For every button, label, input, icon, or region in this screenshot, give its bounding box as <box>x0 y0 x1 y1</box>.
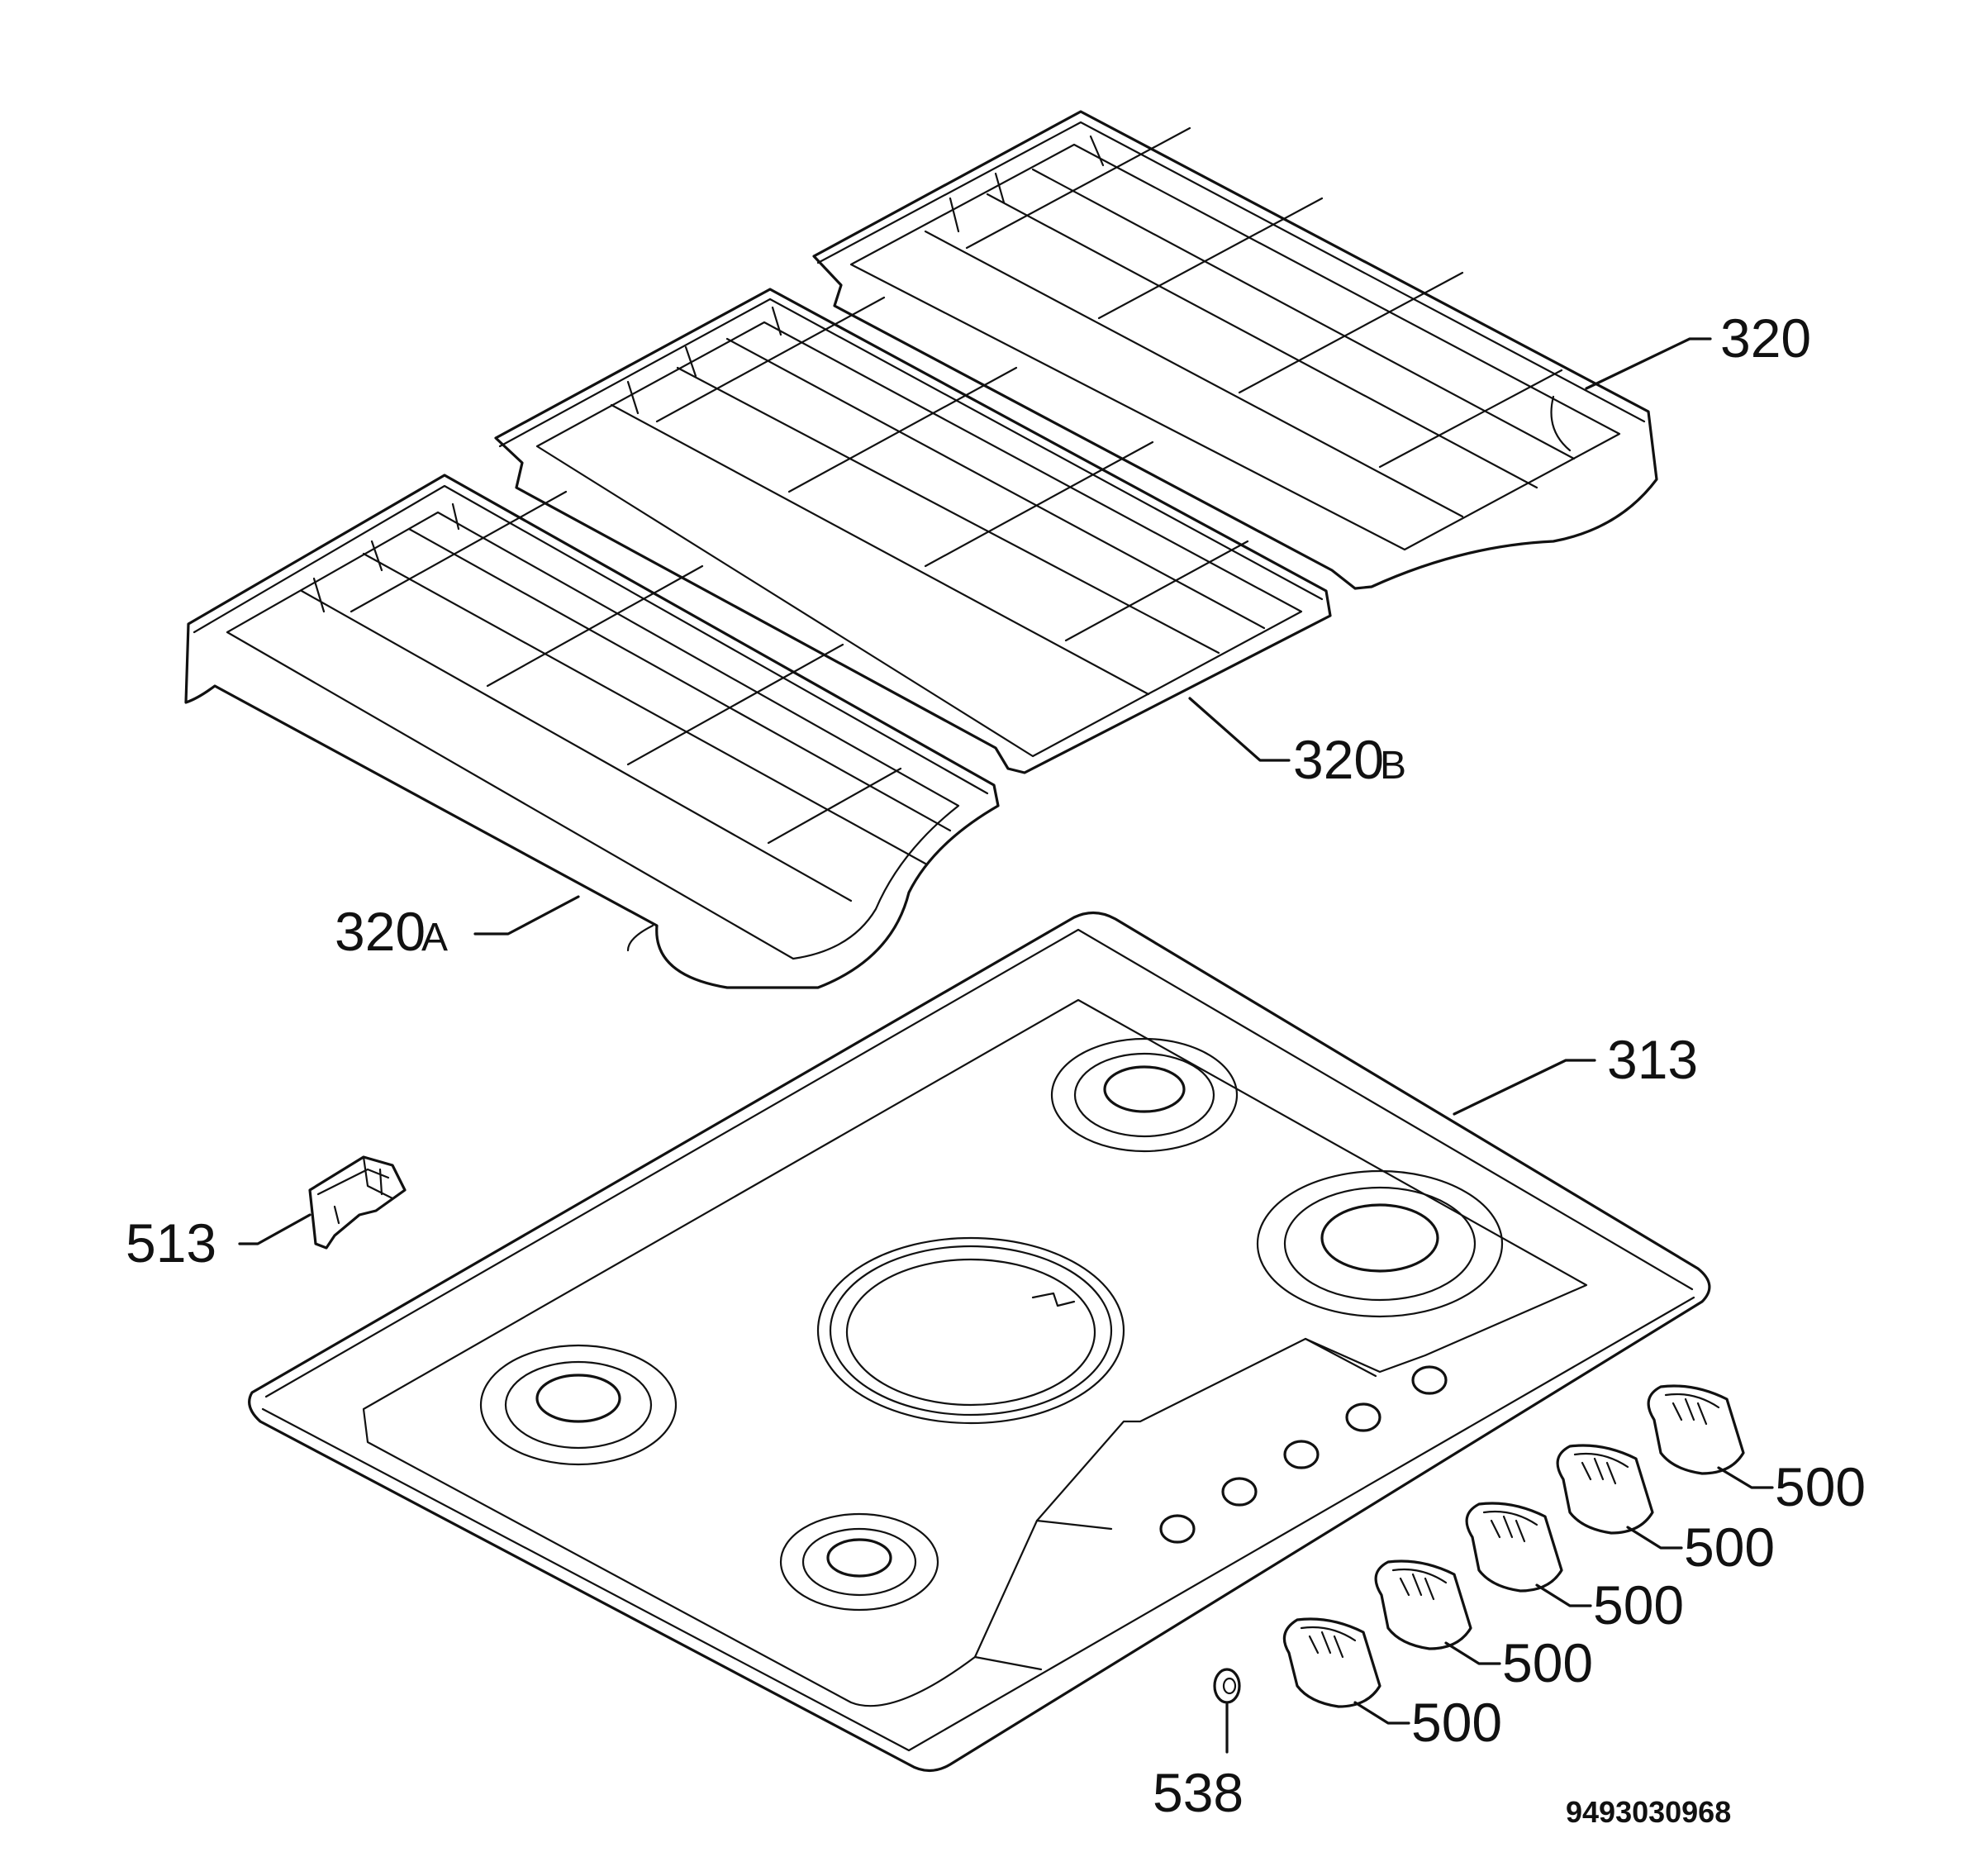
label-513: 513 <box>126 1212 216 1274</box>
label-320: 320 <box>1720 307 1811 369</box>
leader-320b <box>1188 697 1291 762</box>
spacer-538[interactable] <box>1213 1668 1241 1704</box>
leader-knob-5 <box>1717 1466 1774 1489</box>
drawing-number: 9493030968 <box>1566 1795 1731 1829</box>
label-320b-suffix: B <box>1380 744 1406 788</box>
leader-513 <box>238 1213 311 1245</box>
control-knob-1[interactable] <box>1282 1617 1381 1708</box>
label-knob-2: 500 <box>1502 1632 1593 1693</box>
label-knob-1: 500 <box>1411 1692 1502 1753</box>
leader-knob-3 <box>1535 1583 1592 1607</box>
label-313: 313 <box>1607 1029 1698 1090</box>
leader-knob-4 <box>1626 1526 1683 1550</box>
label-320b: 320 <box>1293 729 1384 790</box>
burner-rear-left <box>1050 1037 1239 1153</box>
leader-320 <box>1585 337 1712 390</box>
leader-313 <box>1453 1059 1596 1116</box>
label-knob-3: 500 <box>1593 1574 1684 1636</box>
pan-support-grid-320[interactable] <box>812 110 1658 590</box>
leader-knob-1 <box>1353 1701 1410 1725</box>
control-knob-3[interactable] <box>1465 1502 1563 1593</box>
leader-320a <box>473 895 580 936</box>
knob-holes <box>1159 1365 1448 1544</box>
control-knob-4[interactable] <box>1556 1444 1654 1535</box>
pan-support-grid-320b[interactable] <box>494 288 1332 774</box>
hob-top-313[interactable] <box>248 911 1711 1773</box>
leader-knob-2 <box>1444 1641 1501 1665</box>
label-538: 538 <box>1153 1762 1244 1823</box>
clip-513[interactable] <box>308 1155 407 1250</box>
label-knob-5: 500 <box>1775 1456 1866 1517</box>
burner-rear-right <box>1256 1169 1504 1318</box>
label-knob-4: 500 <box>1684 1517 1775 1578</box>
pan-support-grid-320a[interactable] <box>184 474 1000 989</box>
burner-front-center <box>779 1512 939 1612</box>
control-knob-2[interactable] <box>1374 1559 1472 1650</box>
burner-wok-center <box>816 1236 1125 1425</box>
control-knob-5[interactable] <box>1647 1384 1745 1475</box>
label-320a: 320 <box>335 901 426 962</box>
label-320a-suffix: A <box>421 916 448 959</box>
burner-front-left <box>479 1344 678 1466</box>
